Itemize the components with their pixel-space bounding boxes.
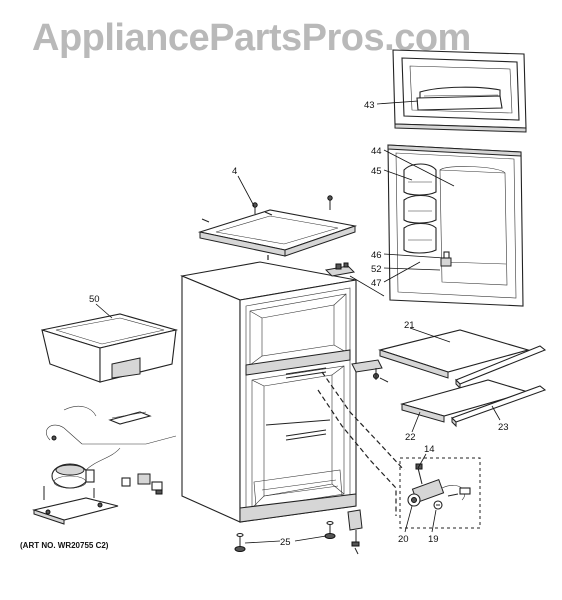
control-wiring-dash-2 [317, 389, 397, 516]
callout-52: 52 [371, 264, 382, 275]
door-stop-bracket[interactable] [440, 251, 452, 267]
freezer-door[interactable] [392, 49, 527, 133]
callout-21: 21 [404, 320, 415, 331]
callout-46: 46 [371, 250, 382, 261]
control-wiring-dash-1 [321, 371, 405, 471]
shelf-lower-trim[interactable] [451, 385, 547, 428]
leveling-leg-left[interactable] [234, 532, 246, 552]
compressor-base-plate[interactable] [31, 486, 119, 525]
middle-hinge[interactable] [351, 359, 389, 383]
relay-overload[interactable] [121, 473, 163, 495]
top-cover[interactable] [197, 209, 358, 257]
leader-lines [95, 100, 501, 544]
callout-22: 22 [405, 432, 416, 443]
thermostat-knob[interactable] [433, 500, 443, 510]
refrigerant-tubing[interactable] [45, 405, 177, 471]
lower-hinge[interactable] [347, 509, 363, 555]
control-capillary[interactable] [441, 485, 471, 501]
capillary-tube[interactable] [108, 411, 152, 425]
thermostat[interactable] [407, 478, 445, 507]
callout-20: 20 [398, 534, 409, 545]
compressor[interactable] [51, 463, 95, 489]
callout-4: 4 [232, 166, 237, 177]
callout-44: 44 [371, 146, 382, 157]
callout-14: 14 [424, 444, 435, 455]
cabinet[interactable] [180, 261, 357, 523]
top-cover-screws[interactable] [201, 195, 333, 223]
upper-hinge[interactable] [324, 262, 356, 277]
callout-23: 23 [498, 422, 509, 433]
callout-47: 47 [371, 278, 382, 289]
art-number: (ART NO. WR20755 C2) [20, 541, 109, 550]
callout-43: 43 [364, 100, 375, 111]
upper-hinge-leader [349, 275, 385, 297]
callout-50: 50 [89, 294, 100, 305]
freezer-door-shelf[interactable] [416, 95, 503, 111]
freezer-tray[interactable] [41, 313, 179, 383]
door-bins[interactable] [403, 163, 437, 254]
shelf-upper[interactable] [378, 329, 531, 379]
callout-19: 19 [428, 534, 439, 545]
leveling-leg-right[interactable] [324, 520, 336, 539]
callout-25: 25 [280, 537, 291, 548]
callout-45: 45 [371, 166, 382, 177]
control-detail-box [399, 457, 481, 529]
